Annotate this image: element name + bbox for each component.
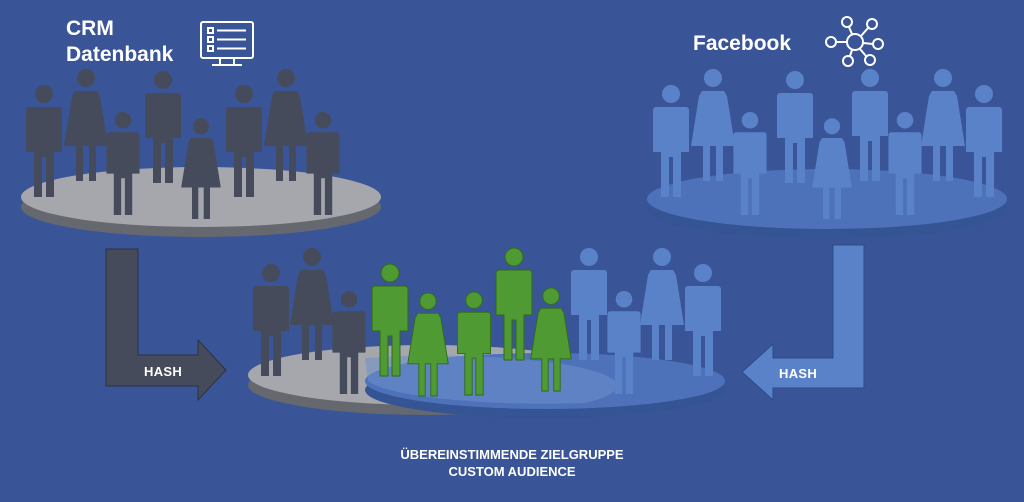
caption-line1: ÜBEREINSTIMMENDE ZIELGRUPPE [400,447,624,462]
crm-platform [21,167,381,237]
crm-person [145,71,181,183]
network-nodes-icon [825,16,884,67]
crm-person [264,69,308,181]
facebook-only-person [640,248,684,360]
facebook-person [966,85,1002,197]
facebook-person [777,71,813,183]
hash-arrow-right [741,244,865,402]
custom-audience-caption: ÜBEREINSTIMMENDE ZIELGRUPPE CUSTOM AUDIE… [0,446,1024,480]
crm-database-title: CRM Datenbank [66,16,173,68]
crm-title-line2: Datenbank [66,43,174,66]
facebook-only-person [685,264,721,376]
facebook-person [691,69,735,181]
hash-arrow-left [105,248,227,402]
facebook-person [921,69,965,181]
hash-label-left: HASH [144,364,183,379]
crm-title-line1: CRM [66,17,114,40]
facebook-person [653,85,689,197]
facebook-title: Facebook [693,32,792,55]
matched-person [495,247,533,361]
hash-label-right: HASH [779,366,818,381]
caption-line2: CUSTOM AUDIENCE [448,464,576,479]
facebook-only-person [571,248,607,360]
monitor-list-icon [200,21,254,66]
facebook-person [852,69,888,181]
crm-only-person [290,248,334,360]
crm-person [64,69,108,181]
